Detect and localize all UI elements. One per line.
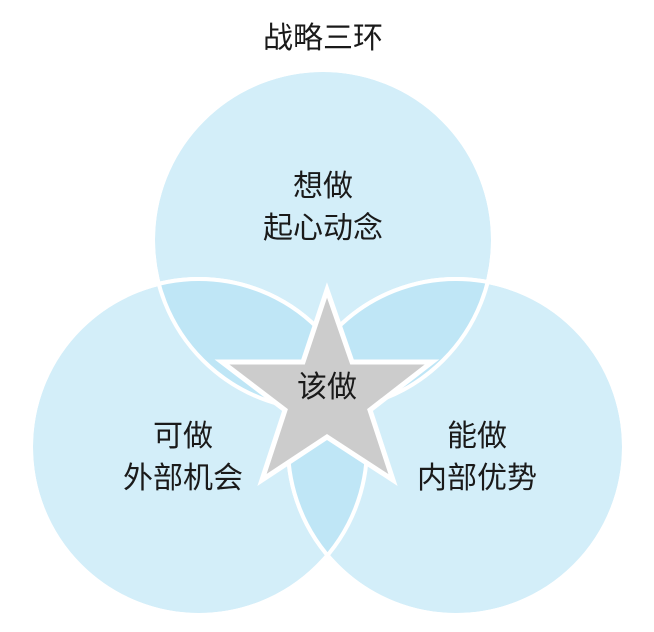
circle-may-subtitle: 外部机会	[123, 461, 243, 496]
circle-want-subtitle: 起心动念	[263, 211, 383, 246]
circle-can-subtitle: 内部优势	[417, 461, 537, 496]
center-star-shape	[214, 282, 440, 487]
circle-may-title: 可做	[153, 419, 213, 454]
circle-can-title: 能做	[447, 419, 507, 454]
circle-want-title: 想做	[293, 169, 353, 204]
diagram-title: 战略三环	[263, 21, 383, 56]
center-star-label: 该做	[297, 370, 357, 405]
